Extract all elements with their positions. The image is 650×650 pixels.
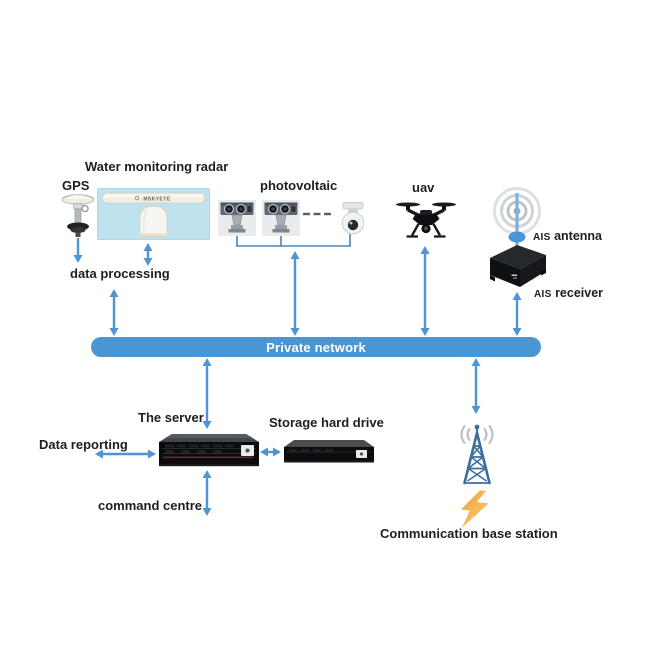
radar-brand-text: MSKYEYE [143, 196, 171, 202]
gps-label: GPS [62, 178, 90, 193]
water-radar-title: Water monitoring radar [85, 159, 229, 174]
arrow-gps-to-data-processing [73, 238, 83, 263]
arrow-server-to-command-centre [202, 470, 212, 516]
arrow-network-to-server [202, 358, 212, 429]
arrow-ais-to-network [512, 292, 522, 336]
radar-dome [139, 205, 168, 235]
arrow-photovoltaic-to-network [290, 251, 300, 336]
server-label: The server [138, 410, 204, 425]
command-centre-label: command centre [98, 498, 203, 513]
dome-camera-icon [336, 202, 370, 236]
radar-brand-logo-icon [134, 195, 140, 201]
arrow-uav-to-network [420, 246, 430, 336]
lightning-icon [458, 489, 492, 531]
ais-antenna-word: antenna [554, 229, 602, 243]
ais-receiver-device [486, 243, 552, 293]
private-network-bar: Private network [91, 337, 541, 357]
ais-receiver-prefix: AIS [534, 289, 552, 300]
arrow-data-processing-to-network [109, 289, 119, 336]
arrow-server-to-storage [260, 447, 281, 457]
camera-1-icon [218, 200, 256, 236]
gps-antenna-icon [59, 191, 97, 238]
uav-label: uav [412, 180, 435, 195]
uav-drone-icon [395, 198, 457, 242]
arrow-radar-to-data-processing [143, 243, 153, 266]
camera-2-icon [262, 200, 300, 236]
photovoltaic-label: photovoltaic [260, 178, 338, 193]
ais-antenna-prefix: AIS [533, 232, 551, 243]
ais-antenna-label: AIS antenna [533, 229, 602, 244]
base-station-label: Communication base station [380, 526, 558, 541]
storage-label: Storage hard drive [269, 415, 384, 430]
data-reporting-label: Data reporting [39, 437, 128, 452]
data-processing-label: data processing [70, 266, 170, 281]
storage-device [282, 438, 376, 466]
arrow-network-to-base-station [471, 358, 481, 414]
ais-receiver-label: AIS receiver [534, 286, 603, 301]
private-network-label: Private network [266, 339, 366, 355]
ais-receiver-word: receiver [555, 286, 604, 300]
radar-panel: MSKYEYE [97, 188, 210, 240]
ais-antenna-icon [490, 185, 546, 247]
base-station-tower-icon [452, 419, 502, 485]
server-device [157, 431, 261, 469]
